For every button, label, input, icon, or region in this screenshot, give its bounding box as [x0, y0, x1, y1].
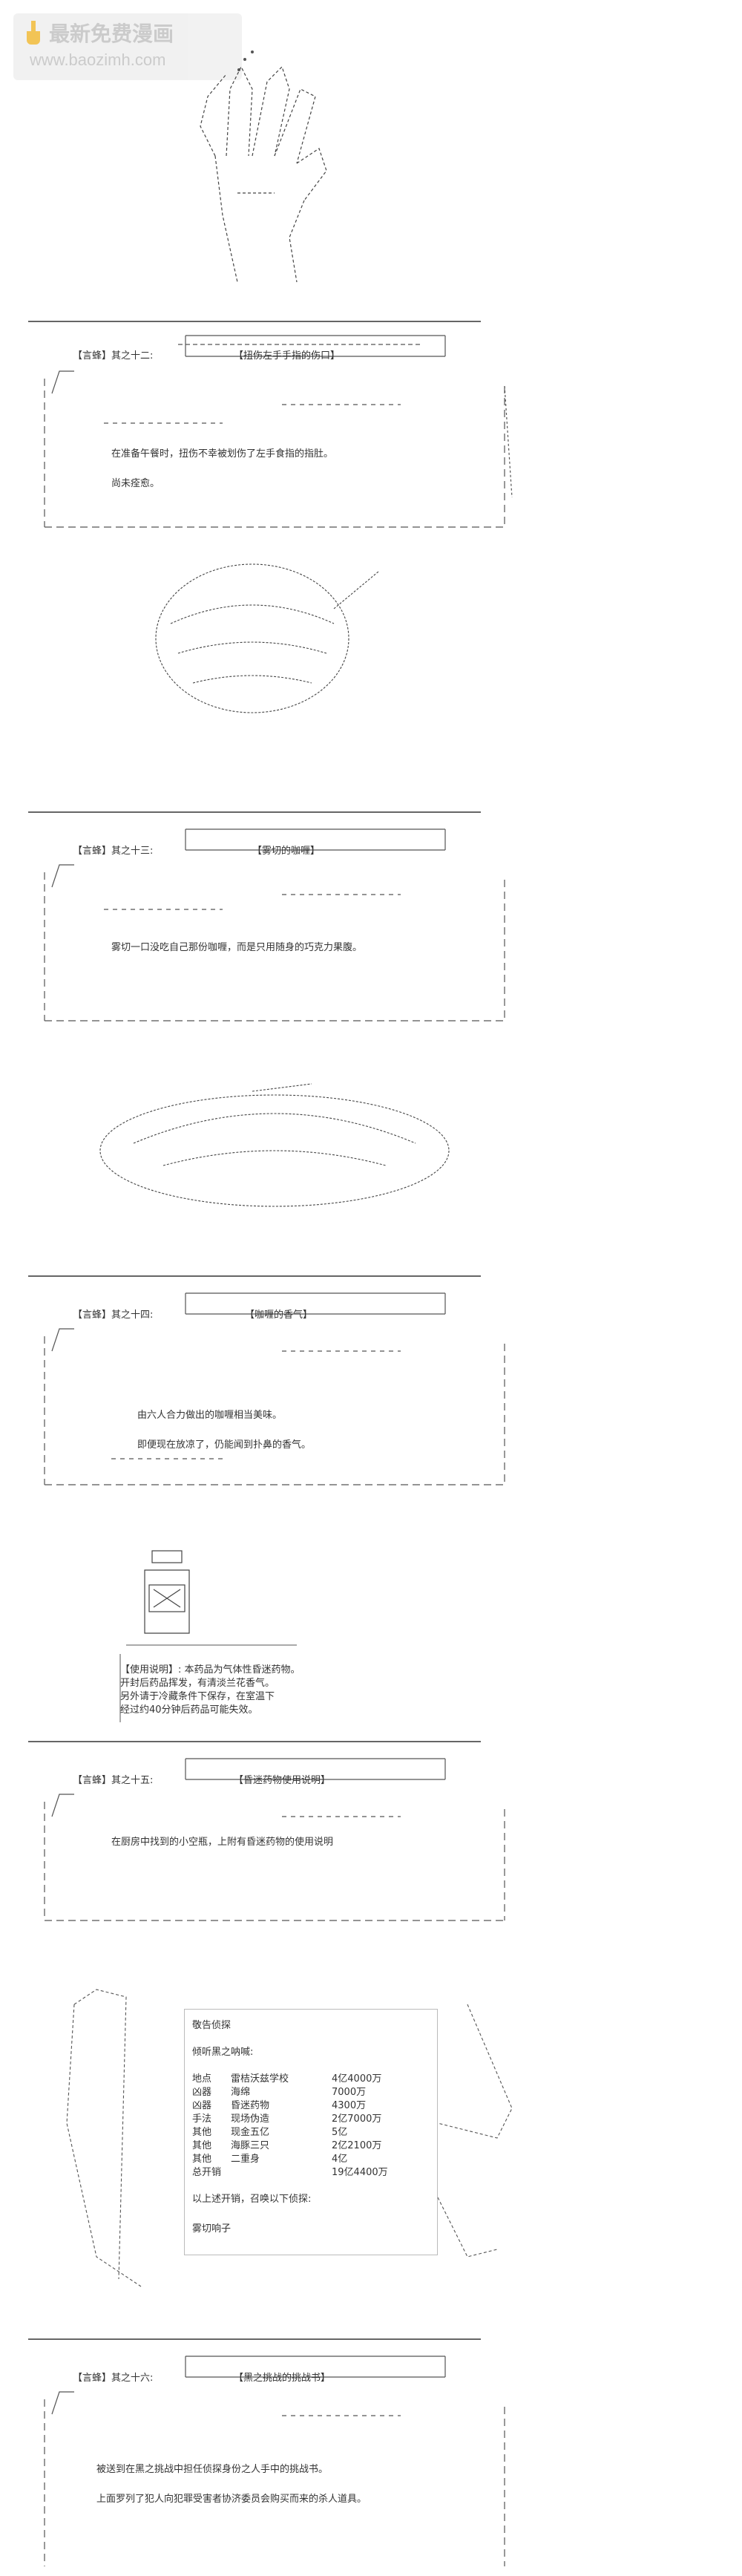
curry-plate-illustration: [99, 1083, 450, 1207]
challenge-letter: 敬告侦探 倾听黑之呐喊: 地点 雷桔沃兹学校 4亿4000万 凶器 海绵 700…: [184, 2009, 438, 2255]
letter-row-category: 凶器: [192, 2087, 212, 2098]
section-divider: [28, 321, 481, 322]
section-divider: [28, 1741, 481, 1742]
usage-note-line: 另外请于冷藏条件下保存，在室温下: [120, 1691, 275, 1702]
section-divider: [28, 2338, 481, 2340]
section-line: 由六人合力做出的咖喱相当美味。: [137, 1410, 283, 1421]
letter-row-cost: 4亿4000万: [332, 2073, 382, 2085]
letter-row-cost: 5亿: [332, 2127, 348, 2138]
scroll-frame: [44, 828, 505, 1021]
section-line: 雾切一口没吃自己那份咖喱，而是只用随身的巧克力果腹。: [111, 942, 363, 953]
section-title: 【昏迷药物使用说明】: [234, 1775, 331, 1786]
usage-note-frame: [119, 1644, 297, 1722]
letter-row-item: 现场伪造: [231, 2114, 270, 2125]
section-line: 尚未痊愈。: [111, 478, 160, 489]
letter-row-cost: 4300万: [332, 2100, 367, 2111]
letter-row-category: 其他: [192, 2140, 212, 2151]
scroll-frame: [44, 1758, 505, 1921]
usage-note-line: 【使用说明】: 本药品为气体性昏迷药物。: [120, 1664, 301, 1676]
curry-bowl-illustration: [155, 563, 379, 713]
section-title: 【扭伤左手手指的伤口】: [234, 350, 341, 362]
hand-pointer-icon: [27, 21, 40, 45]
scroll-frame: [44, 2356, 505, 2566]
letter-row-category: 凶器: [192, 2100, 212, 2111]
letter-row-cost: 2亿2100万: [332, 2140, 382, 2151]
usage-note-line: 经过约40分钟后药品可能失效。: [120, 1704, 258, 1716]
section-label: 【言蜂】其之十三:: [73, 846, 154, 857]
watermark-title: 最新免费漫画: [49, 22, 174, 46]
letter-backdrop: [66, 1989, 513, 2287]
section-title: 【雾切的咖喱】: [252, 846, 321, 857]
section-line: 在厨房中找到的小空瓶，上附有昏迷药物的使用说明: [111, 1837, 334, 1848]
section-label: 【言蜂】其之十六:: [73, 2373, 154, 2384]
scroll-frame: [44, 1292, 505, 1485]
section-label: 【言蜂】其之十二:: [73, 350, 154, 362]
hand-illustration: [200, 50, 327, 283]
letter-detective: 雾切响子: [192, 2223, 232, 2235]
letter-row-item: 昏迷药物: [231, 2100, 270, 2111]
letter-row-category: 总开销: [192, 2167, 222, 2178]
letter-row-item: 现金五亿: [231, 2127, 270, 2138]
letter-row-item: 海绵: [231, 2087, 251, 2098]
letter-row-category: 手法: [192, 2114, 212, 2125]
section-title: 【黑之挑战的挑战书】: [234, 2373, 331, 2384]
bottle-illustration: [144, 1550, 190, 1634]
letter-row-cost: 4亿: [332, 2154, 348, 2165]
letter-row-item: 二重身: [231, 2154, 260, 2165]
letter-row-category: 其他: [192, 2154, 212, 2165]
section-label: 【言蜂】其之十四:: [73, 1310, 154, 1321]
watermark-banner: 最新免费漫画 www.baozimh.com: [13, 13, 242, 80]
section-line: 上面罗列了犯人向犯罪受害者协济委员会购买而来的杀人道具。: [96, 2494, 367, 2505]
letter-row-cost: 2亿7000万: [332, 2114, 382, 2125]
section-label: 【言蜂】其之十五:: [73, 1775, 154, 1786]
section-line: 被送到在黑之挑战中担任侦探身份之人手中的挑战书。: [96, 2464, 329, 2475]
letter-greeting: 敬告侦探: [192, 2020, 232, 2031]
section-line: 在准备午餐时，扭伤不幸被划伤了左手食指的指肚。: [111, 448, 334, 460]
letter-row-item: 雷桔沃兹学校: [231, 2073, 289, 2085]
letter-subtitle: 倾听黑之呐喊:: [192, 2047, 254, 2058]
letter-closing: 以上述开销，召唤以下侦探:: [192, 2194, 312, 2205]
letter-row-cost: 19亿4400万: [332, 2167, 388, 2178]
letter-row-cost: 7000万: [332, 2087, 367, 2098]
usage-note-line: 开封后药品挥发，有清淡兰花香气。: [120, 1678, 275, 1689]
letter-row-category: 其他: [192, 2127, 212, 2138]
section-line: 即便现在放凉了，仍能闻到扑鼻的香气。: [137, 1439, 312, 1451]
section-divider: [28, 1275, 481, 1277]
section-divider: [28, 811, 481, 813]
letter-row-category: 地点: [192, 2073, 212, 2085]
scroll-frame: [44, 335, 513, 528]
letter-row-item: 海豚三只: [231, 2140, 270, 2151]
section-title: 【咖喱的香气】: [245, 1310, 313, 1321]
watermark-url: www.baozimh.com: [30, 50, 166, 69]
